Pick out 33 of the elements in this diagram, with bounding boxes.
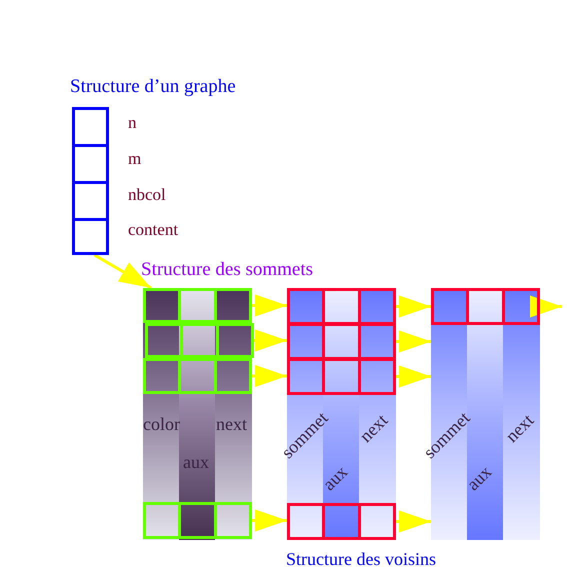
structure-title: Structure des voisins — [286, 548, 436, 567]
record-row — [145, 323, 254, 358]
column-label: next — [216, 414, 247, 434]
column-label: aux — [462, 462, 496, 494]
column-label: next — [355, 410, 392, 446]
column-label: color — [143, 414, 180, 434]
record-row — [287, 288, 396, 325]
arrow — [396, 296, 431, 318]
record-row — [143, 358, 252, 394]
field-name: content — [128, 220, 178, 240]
arrow — [396, 366, 431, 388]
arrow — [93, 254, 152, 290]
structure-title: Structure d’un graphe — [70, 76, 236, 98]
arrow — [396, 510, 431, 532]
arrow — [254, 330, 287, 352]
column-label: aux — [183, 452, 209, 472]
record-row — [287, 503, 396, 540]
column-label: next — [501, 410, 538, 446]
record-row — [287, 358, 396, 395]
field-name: nbcol — [128, 185, 166, 205]
arrow — [252, 294, 287, 316]
record-row — [431, 288, 540, 325]
record-row — [143, 288, 252, 323]
field-name: m — [128, 149, 142, 169]
arrow — [530, 296, 562, 318]
field-name: n — [128, 113, 136, 133]
arrow — [396, 330, 431, 352]
column-label: aux — [318, 462, 352, 494]
structure-title: Structure des sommets — [141, 259, 314, 281]
record-row — [143, 502, 252, 539]
arrow — [252, 510, 287, 532]
record-row — [287, 323, 396, 360]
arrow — [252, 365, 287, 387]
